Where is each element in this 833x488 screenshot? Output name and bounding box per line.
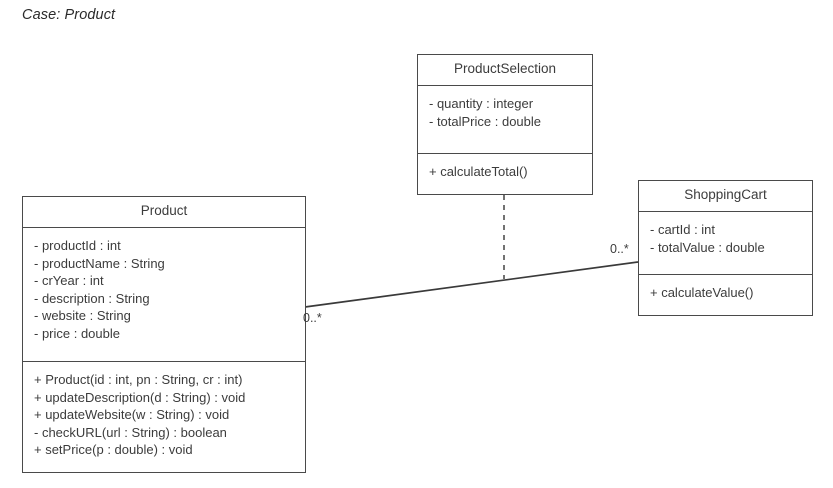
uml-attribute: - price : double (34, 325, 120, 341)
uml-method: + calculateTotal() (429, 163, 528, 179)
uml-attribute: - website : String (34, 308, 131, 324)
uml-attribute: - cartId : int (650, 222, 716, 237)
uml-class-name-productselection: ProductSelection (418, 55, 592, 86)
association-line-product-shoppingcart (304, 261, 639, 308)
page-title: Case: Product (22, 7, 116, 23)
uml-methods-productselection: + calculateTotal() (418, 154, 592, 194)
uml-methods-product: + Product(id : int, pn : String, cr : in… (23, 362, 305, 472)
uml-attributes-shoppingcart: - cartId : int - totalValue : double (639, 212, 812, 275)
uml-class-name-shoppingcart: ShoppingCart (639, 181, 812, 212)
multiplicity-label-shoppingcart-end: 0..* (610, 242, 629, 256)
uml-attributes-product: - productId : int - productName : String… (23, 228, 305, 363)
uml-methods-shoppingcart: + calculateValue() (639, 275, 812, 315)
uml-method: + updateWebsite(w : String) : void (34, 407, 230, 423)
uml-method: + calculateValue() (650, 284, 754, 300)
uml-class-name-product: Product (23, 197, 305, 228)
uml-class-productselection[interactable]: ProductSelection - quantity : integer - … (417, 54, 593, 195)
uml-class-product[interactable]: Product - productId : int - productName … (22, 196, 306, 473)
uml-class-shoppingcart[interactable]: ShoppingCart - cartId : int - totalValue… (638, 180, 813, 316)
uml-method: + setPrice(p : double) : void (34, 442, 193, 458)
uml-attribute: - totalPrice : double (429, 113, 542, 129)
multiplicity-label-product-end: 0..* (303, 311, 322, 325)
uml-attribute: - productName : String (34, 255, 165, 271)
uml-method: + updateDescription(d : String) : void (34, 389, 246, 405)
uml-attributes-productselection: - quantity : integer - totalPrice : doub… (418, 86, 592, 154)
uml-attribute: - totalValue : double (650, 239, 765, 255)
uml-attribute: - crYear : int (34, 273, 104, 289)
uml-method: - checkURL(url : String) : boolean (34, 424, 227, 440)
uml-attribute: - productId : int (34, 238, 121, 253)
uml-attribute: - quantity : integer (429, 96, 534, 111)
uml-attribute: - description : String (34, 290, 150, 306)
uml-method: + Product(id : int, pn : String, cr : in… (34, 372, 243, 388)
